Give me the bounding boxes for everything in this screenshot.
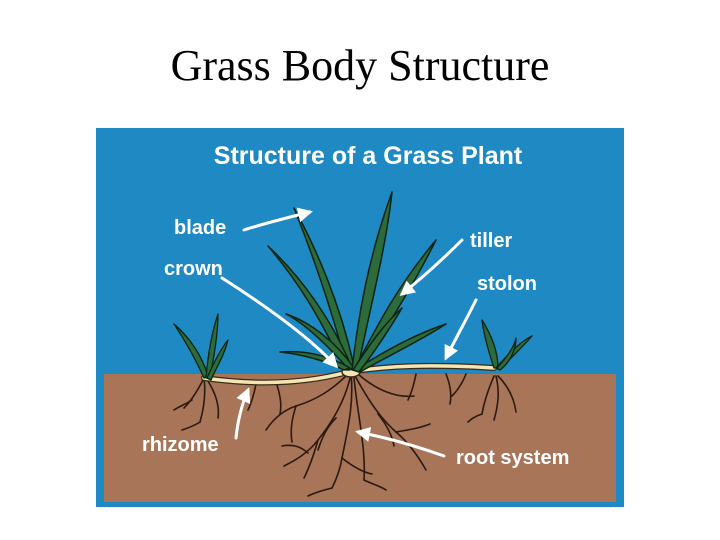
crown-arrow: [220, 276, 339, 369]
left-tiller-leaves: [173, 313, 229, 381]
rhizome-arrow: [234, 387, 251, 440]
stolon-arrow: [444, 298, 478, 361]
grass-structure-diagram: Structure of a Grass Plant blade crown t…: [96, 128, 624, 507]
diagram-title: Structure of a Grass Plant: [213, 142, 523, 170]
root-system-label: root system: [456, 447, 570, 469]
blade-arrow: [242, 207, 313, 232]
rhizome-label: rhizome: [142, 434, 219, 456]
right-tiller-leaves: [481, 319, 533, 371]
tiller-label: tiller: [470, 230, 513, 252]
root-system-arrow: [355, 427, 446, 458]
main-plant-leaves: [267, 191, 447, 373]
blade-label: blade: [174, 217, 227, 239]
tiller-arrow: [399, 238, 464, 296]
stolon-label: stolon: [477, 273, 537, 295]
annotation-arrows: [220, 207, 478, 458]
root-system-roots: [173, 373, 517, 497]
grass-plant-illustration: [173, 191, 533, 497]
crown-label: crown: [164, 258, 223, 280]
slide-title: Grass Body Structure: [170, 41, 550, 90]
